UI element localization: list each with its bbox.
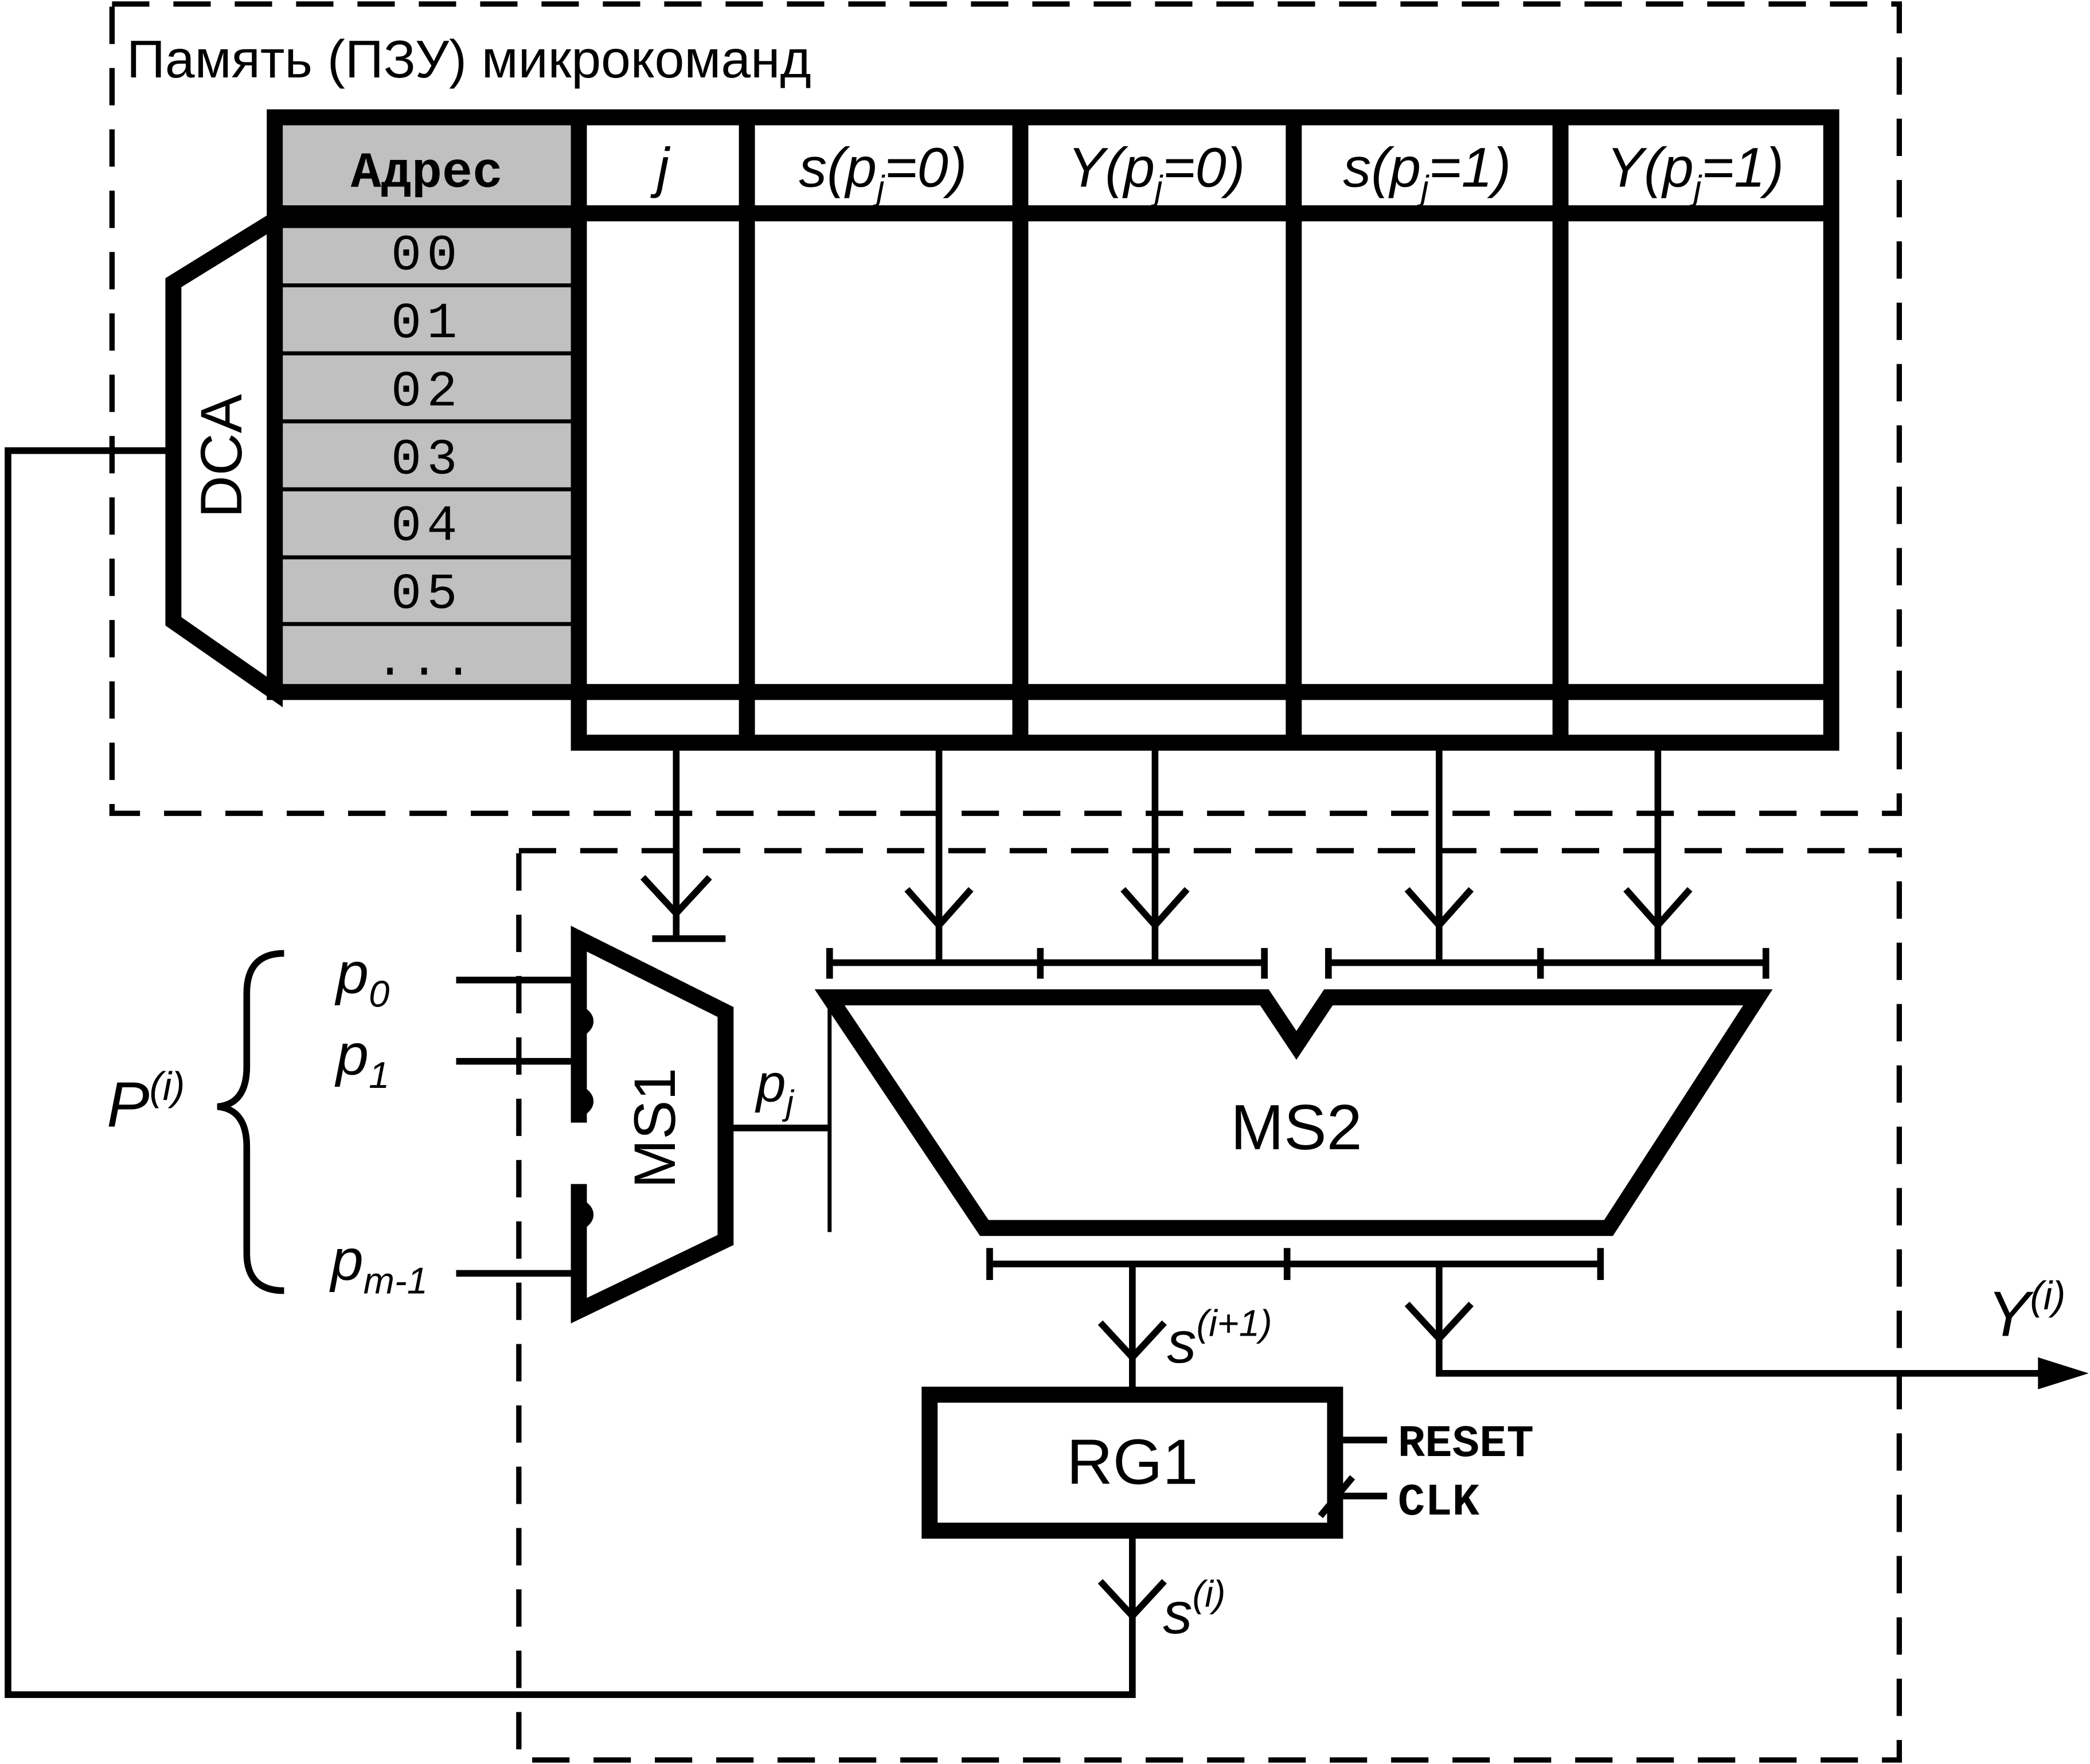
input-group-brace — [217, 950, 284, 1294]
ms1-input-label-0: p0 — [334, 940, 389, 1014]
pj-label: pj — [755, 1053, 795, 1122]
address-label-4: 04 — [391, 498, 463, 556]
clk-edge-mark — [1318, 1475, 1355, 1519]
clk-label: CLK — [1398, 1477, 1480, 1528]
register-rg1 — [921, 1387, 1343, 1539]
column-header-j: j — [650, 136, 670, 199]
address-labels: 00 01 02 03 04 05... — [376, 227, 478, 690]
address-row-dividers — [275, 283, 579, 626]
current-state-label: s(i) — [1163, 1573, 1225, 1646]
next-state-label: s(i+1) — [1167, 1302, 1272, 1375]
register-label: RG1 — [1067, 1426, 1198, 1498]
ms1-input-wires — [456, 977, 579, 1277]
column-headers: j s(pj=0) Y(pj=0) s(pj=1) Y(pj=1) — [650, 136, 1784, 208]
column-header-s0: s(pj=0) — [799, 136, 967, 208]
ms1-input-label-1: p1 — [334, 1021, 389, 1096]
column-header-y0: Y(pj=0) — [1068, 136, 1245, 208]
address-label-0: 00 — [391, 227, 463, 285]
ms2-input-bus-bars — [826, 948, 1769, 979]
input-group-label: P(i) — [107, 1064, 185, 1140]
output-wire — [1436, 1264, 2041, 1377]
column-header-s1: s(pj=1) — [1343, 136, 1511, 208]
mux-ms1 — [571, 926, 734, 1324]
memory-block-boundary — [109, 1, 1903, 816]
memory-block-title: Память (ПЗУ) микрокоманд — [127, 29, 811, 89]
decoder-dca — [165, 205, 283, 708]
address-label-5: 05 — [391, 565, 463, 623]
address-label-3: 03 — [391, 431, 463, 489]
feedback-state-wire — [5, 447, 1136, 1698]
output-bus-arrow-icon — [1404, 1301, 1474, 1344]
ms1-label: MS1 — [622, 1068, 687, 1188]
address-header: Адрес — [351, 145, 503, 202]
output-label: Y(i) — [1987, 1273, 2065, 1349]
ms1-input-break-marks — [574, 1006, 593, 1230]
next-state-arrow-icon — [1097, 1320, 1167, 1363]
decoder-label: DCA — [188, 393, 254, 518]
ms2-label: MS2 — [1230, 1091, 1362, 1163]
bus-arrow-icons — [640, 875, 1693, 931]
address-label-2: 02 — [391, 363, 463, 421]
ms1-input-label-2: pm-1 — [329, 1227, 428, 1301]
column-header-y1: Y(pj=1) — [1607, 136, 1784, 208]
ms2-output-bus-bar — [986, 1248, 1604, 1281]
mux-ms2 — [814, 989, 1773, 1236]
address-label-6: ... — [376, 635, 478, 689]
address-label-1: 01 — [391, 295, 463, 353]
rom-table-frame — [267, 109, 1839, 751]
output-arrow-icon — [2038, 1357, 2089, 1390]
reset-label: RESET — [1398, 1418, 1534, 1470]
current-state-arrow-icon — [1097, 1579, 1167, 1621]
control-logic-boundary — [516, 848, 1903, 1763]
